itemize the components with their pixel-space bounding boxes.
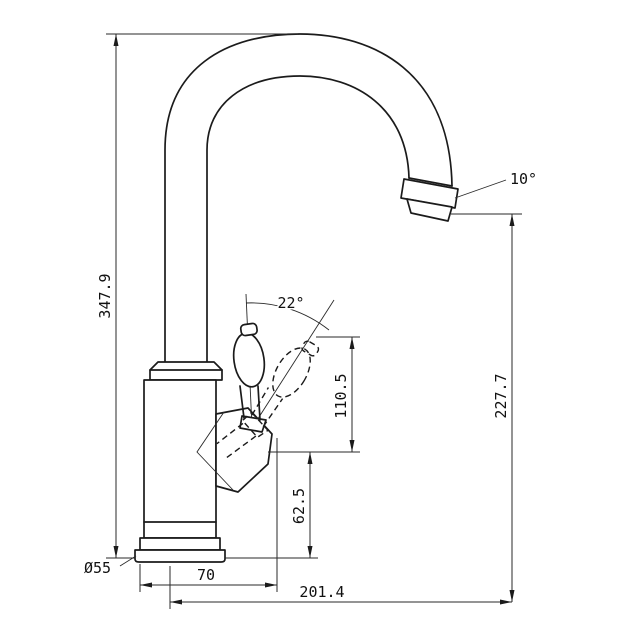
spout-outer-curve [164,33,453,369]
dim-overall-height-label: 347.9 [96,273,114,318]
base-plate [134,549,226,563]
alt-handle-knob-cap [301,340,320,357]
dim-handle-pivot-height-label: 62.5 [290,488,308,524]
dim-overall-height: 347.9 [95,33,298,559]
handle-knob-cap [239,322,258,337]
dim-outlet-angle: 10° [454,169,539,199]
handle-dashed-alt-position [216,340,320,459]
body-cylinder [143,379,217,539]
dim-base-diameter: Ø55 [83,555,137,579]
dim-spout-reach: 201.4 [169,566,512,609]
dim-pivot-offset: 70 [139,438,278,592]
dim-base-diameter-label: Ø55 [84,559,111,577]
alt-handle-connector [241,411,269,439]
dim-pivot-offset-label: 70 [197,566,215,584]
handle-swing-arc [245,302,330,331]
valve-boss-detail [196,411,234,491]
alt-handle-shaft-right [262,398,284,428]
dim-handle-pivot-height: 62.5 [225,452,318,559]
dim-spout-reach-label: 201.4 [299,583,344,601]
handle-assembly [196,293,335,493]
dim-handle-top-height-label: 110.5 [332,373,350,418]
upper-collar [149,361,223,381]
dim-outlet-height-label: 227.7 [492,373,510,418]
dim-handle-swing-label: 22° [277,294,304,312]
dim-outlet-angle-label: 10° [510,170,537,188]
aerator-band [400,178,459,209]
handle-axis-line-rotated [251,299,335,429]
outlet-tip [406,198,453,222]
leader-line [119,555,137,567]
alt-handle-knob [272,347,311,398]
leader-line [454,179,507,199]
handle-shaft-left [239,385,245,419]
alt-handle-shaft-left [251,387,270,416]
dim-handle-top-height: 110.5 [268,336,360,453]
lower-collar [139,537,221,551]
dimensions: 347.9 227.7 110.5 62.5 70 [83,33,539,609]
faucet-outline [134,33,459,563]
spout-joint-line [408,177,453,187]
spout-inner-curve [206,75,410,369]
handle-knob [232,332,266,388]
dim-outlet-height: 227.7 [451,213,522,602]
dim-handle-swing: 22° [276,293,306,314]
alt-handle-tail [216,422,257,459]
